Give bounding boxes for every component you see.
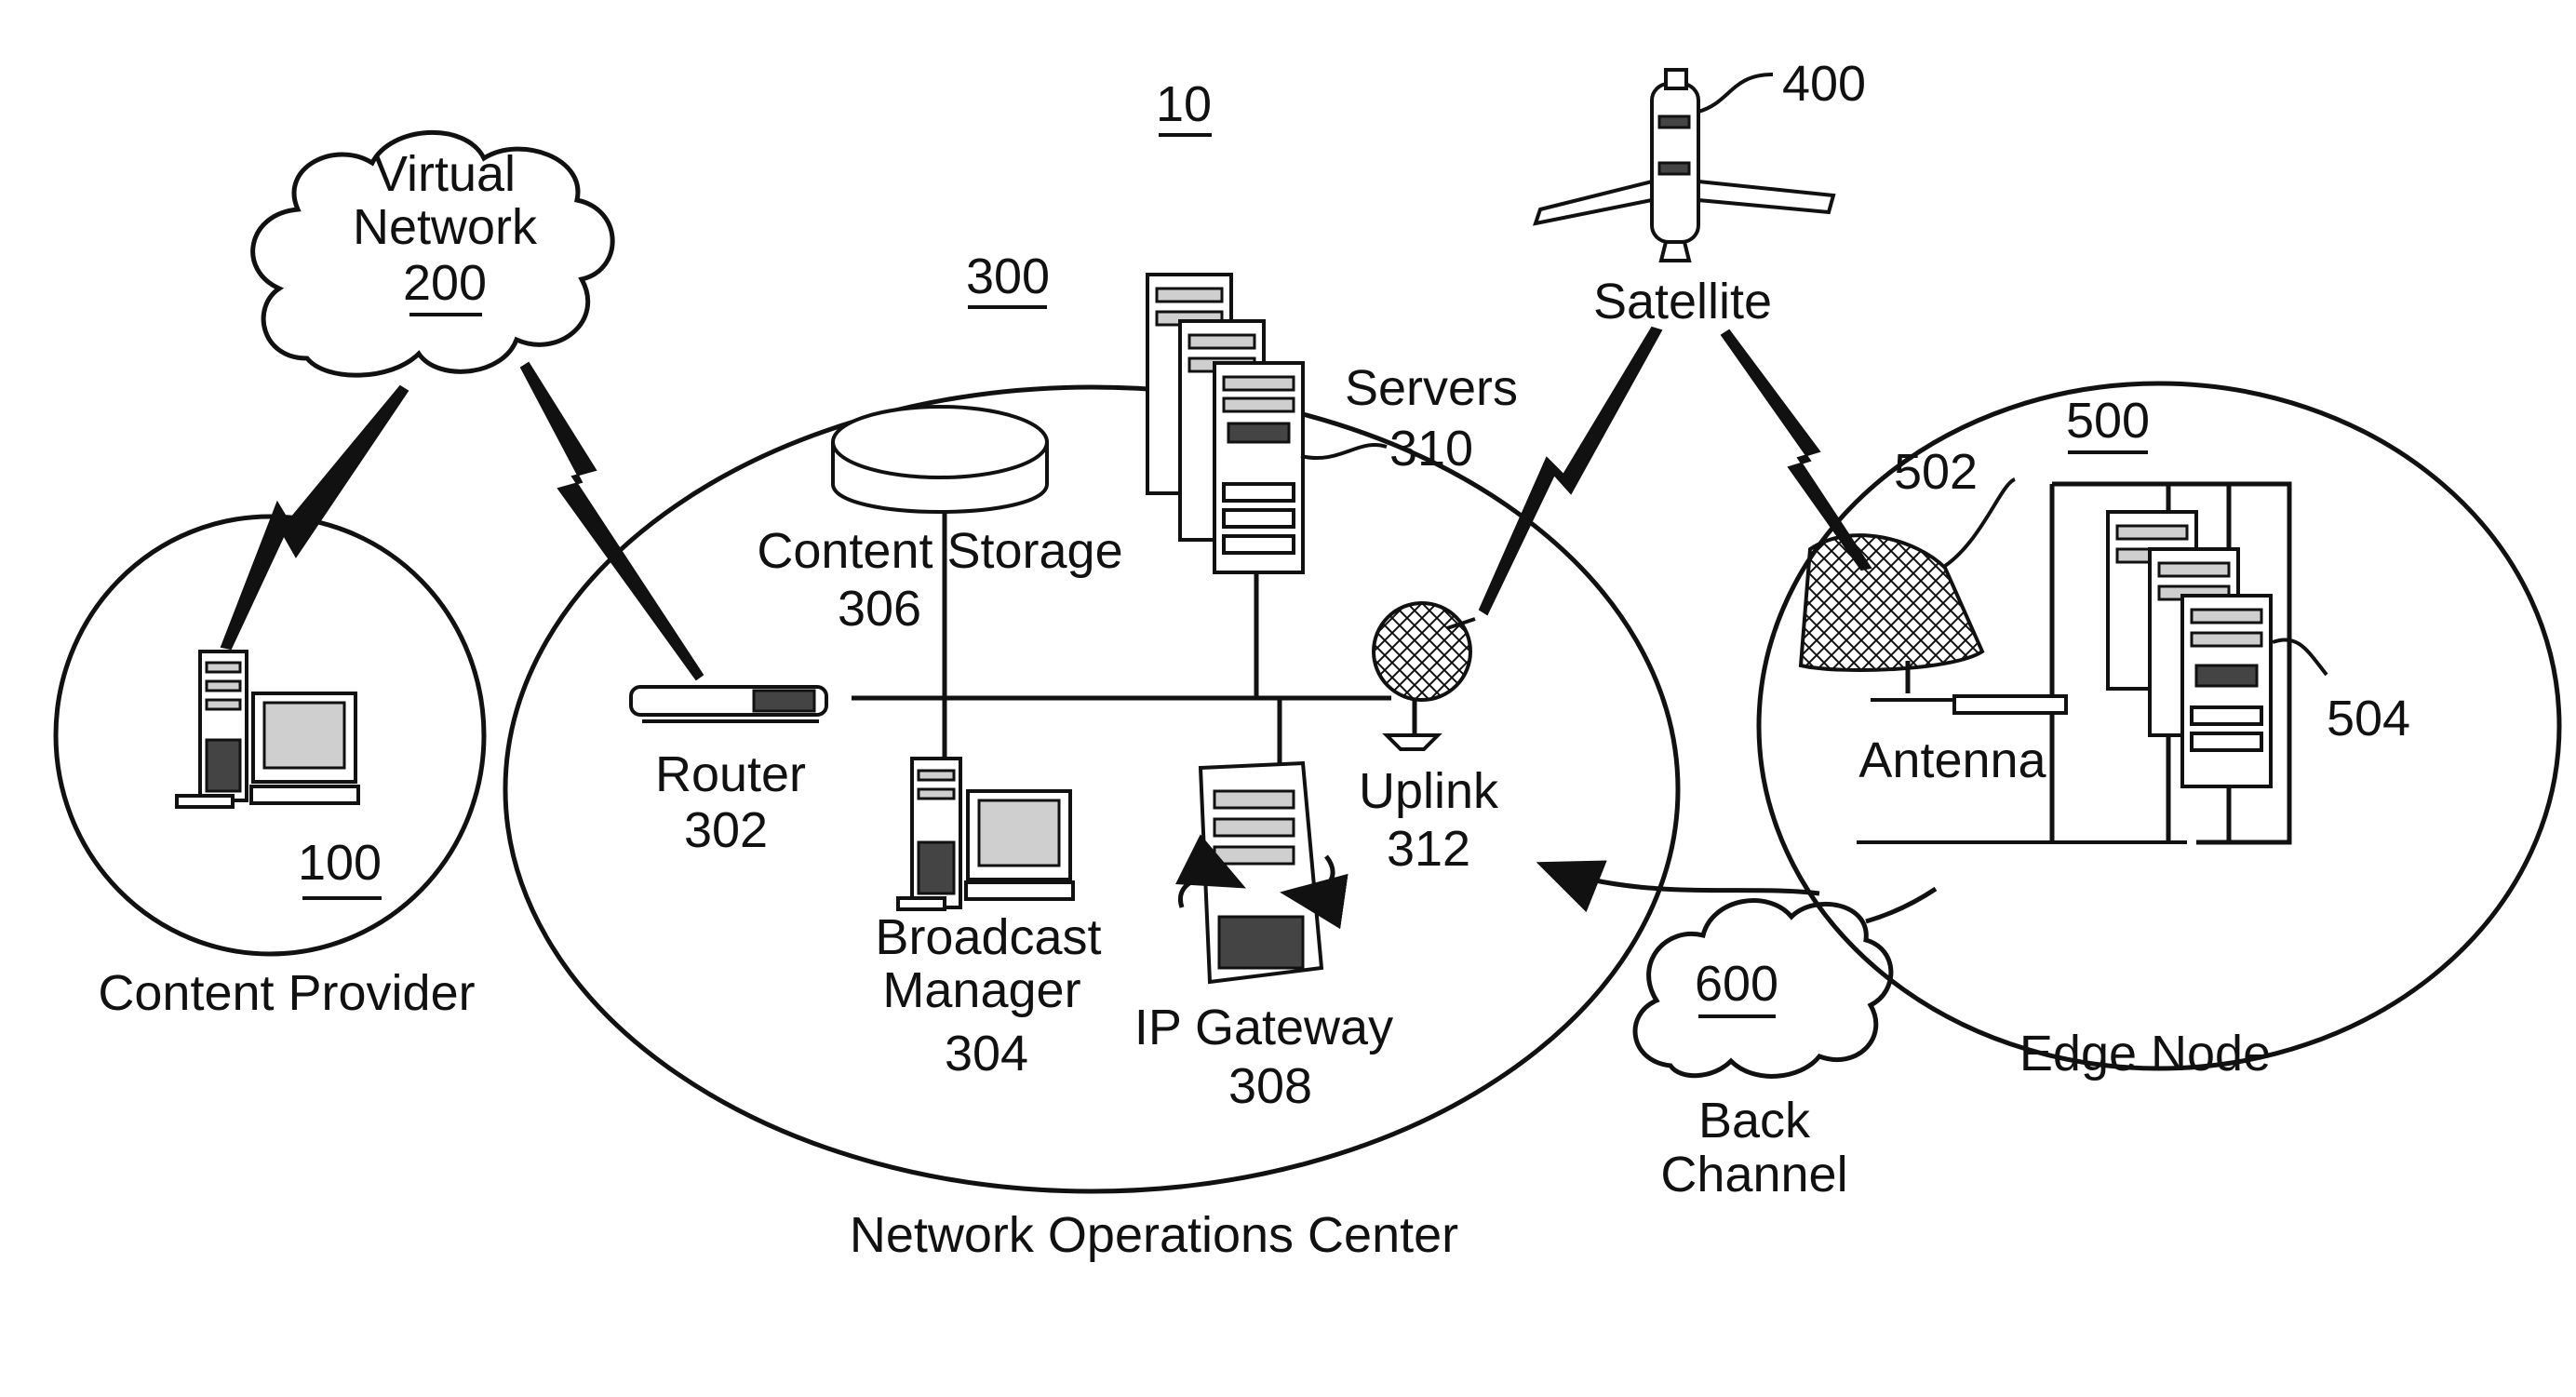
virtual-network-number: 200 — [403, 255, 487, 311]
content-storage-label: Content Storage — [757, 523, 1122, 579]
desktop-computer-icon — [177, 651, 358, 807]
servers-icon — [1147, 275, 1303, 572]
virtual-network-label-1: Virtual — [374, 146, 516, 202]
edge-servers-number: 504 — [2327, 691, 2410, 746]
wireless-link-bolt — [1722, 330, 1871, 570]
satellite-label: Satellite — [1593, 274, 1772, 329]
antenna-number: 502 — [1894, 444, 1978, 500]
ip-gateway-number: 308 — [1228, 1058, 1312, 1114]
uplink-dish-icon — [1374, 603, 1475, 749]
router-number: 302 — [684, 802, 768, 858]
router-icon — [631, 687, 826, 721]
router-label: Router — [655, 746, 806, 802]
uplink-number: 312 — [1387, 821, 1470, 877]
noc-label: Network Operations Center — [850, 1207, 1458, 1263]
broadcast-manager-icon — [898, 759, 1073, 909]
content-provider-number: 100 — [298, 835, 382, 891]
satellite-number: 400 — [1782, 56, 1866, 112]
wireless-link-bolt — [521, 363, 703, 679]
content-provider-label: Content Provider — [98, 965, 475, 1021]
virtual-network-cloud: Virtual Network 200 — [253, 132, 612, 375]
broadcast-manager-number: 304 — [945, 1026, 1028, 1081]
noc-number: 300 — [966, 249, 1050, 304]
edge-antenna-icon — [1801, 535, 2066, 713]
edge-node-label: Edge Node — [2019, 1026, 2271, 1081]
svg-text:10: 10 — [1156, 76, 1212, 132]
broadcast-manager-label-1: Broadcast — [875, 909, 1101, 965]
antenna-label: Antenna — [1858, 732, 2046, 788]
content-storage-icon — [833, 407, 1047, 512]
edge-servers-icon — [2108, 512, 2271, 786]
ip-gateway-label: IP Gateway — [1134, 1000, 1393, 1055]
edge-node: 500 — [1759, 383, 2559, 1068]
back-channel-label-2: Channel — [1660, 1147, 1847, 1202]
back-channel-number: 600 — [1695, 956, 1778, 1012]
ip-gateway-icon — [1180, 763, 1333, 982]
content-provider-node: 100 — [56, 517, 484, 954]
broadcast-manager-label-2: Manager — [882, 962, 1080, 1018]
figure-number: 10 — [1156, 76, 1212, 135]
virtual-network-label-2: Network — [353, 199, 538, 255]
uplink-label: Uplink — [1359, 763, 1499, 819]
back-channel-label-1: Back — [1698, 1093, 1811, 1148]
content-storage-number: 306 — [838, 581, 921, 637]
servers-number: 310 — [1389, 421, 1473, 477]
edge-node-number: 500 — [2066, 393, 2150, 449]
servers-label: Servers — [1345, 360, 1518, 416]
